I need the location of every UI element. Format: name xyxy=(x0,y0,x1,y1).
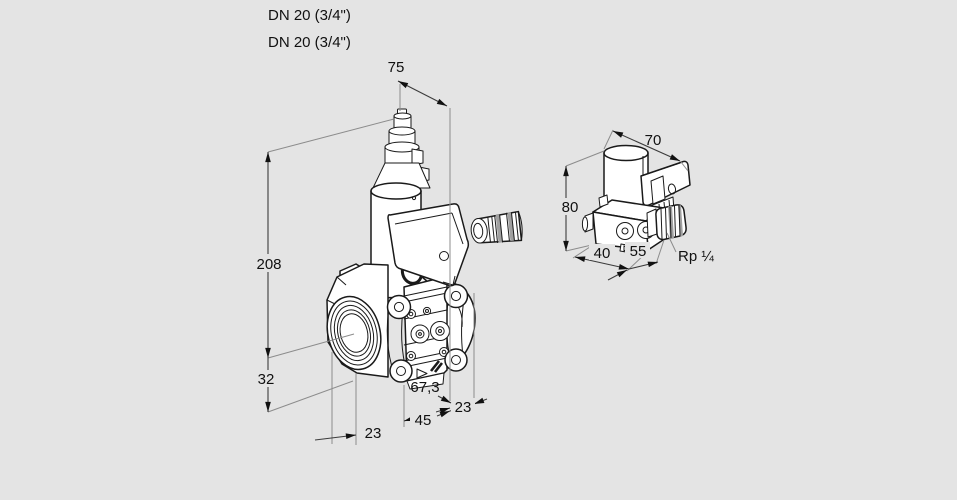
main-valve-drawing xyxy=(326,108,523,390)
dimension-side-width: 55 xyxy=(607,242,659,281)
svg-text:45: 45 xyxy=(415,412,432,429)
dimension-port-center-height: 32 xyxy=(254,358,280,412)
extension-lines xyxy=(267,84,689,445)
connector-housing xyxy=(387,203,470,287)
svg-text:32: 32 xyxy=(258,371,275,388)
dimension-top-width: 75 xyxy=(388,59,448,107)
svg-text:Rp ¼: Rp ¼ xyxy=(678,248,714,265)
dimension-inlet-to-center: 23 xyxy=(314,425,382,442)
svg-text:208: 208 xyxy=(256,256,281,273)
title-line-1: DN 20 (3/4") xyxy=(268,7,351,24)
dimension-body-width: 67,3 xyxy=(410,379,452,404)
dimension-height: 208 xyxy=(252,152,286,358)
rp-connection-knob xyxy=(646,204,687,241)
flow-direction-triangle xyxy=(416,368,428,379)
hatch-mark xyxy=(429,360,444,373)
svg-text:23: 23 xyxy=(365,425,382,442)
svg-text:75: 75 xyxy=(388,59,405,76)
cable-gland xyxy=(470,210,523,244)
svg-text:70: 70 xyxy=(645,132,662,149)
svg-text:40: 40 xyxy=(594,245,611,262)
svg-text:23: 23 xyxy=(455,399,472,416)
title-line-2: DN 20 (3/4") xyxy=(268,34,351,51)
svg-text:67,3: 67,3 xyxy=(410,379,439,396)
dimension-side-top-width: 70 xyxy=(612,130,681,162)
dimensions: 75 208 32 23 45 23 67,3 xyxy=(252,59,714,442)
dimension-side-height: 80 xyxy=(554,166,584,251)
label-rp-connection: Rp ¼ xyxy=(678,248,714,265)
inlet-flange xyxy=(326,263,389,378)
flange-plate xyxy=(403,276,450,390)
side-valve-body xyxy=(581,194,667,254)
dimension-outlet-offset: 23 xyxy=(436,397,488,418)
threaded-port xyxy=(326,295,382,371)
side-valve-drawing xyxy=(581,144,691,254)
valve-stem xyxy=(372,108,431,189)
svg-text:80: 80 xyxy=(562,199,579,216)
svg-text:55: 55 xyxy=(630,243,647,260)
dimension-flange-width: 45 xyxy=(403,407,451,429)
dimension-side-depth: 40 xyxy=(574,244,630,270)
flange-bolts xyxy=(386,283,469,383)
